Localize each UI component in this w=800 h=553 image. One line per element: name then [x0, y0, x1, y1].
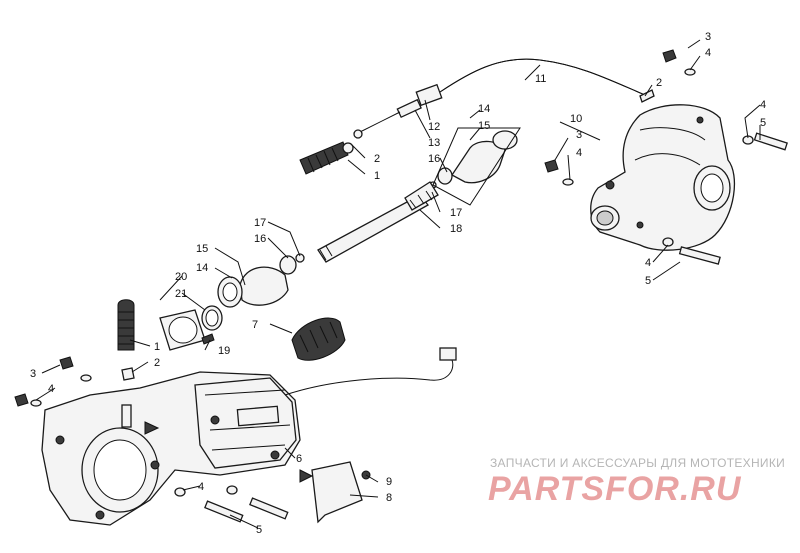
callout-5: 5 [256, 524, 262, 536]
shift-cable [353, 58, 646, 139]
callout-5: 5 [645, 275, 651, 287]
callout-14: 14 [196, 262, 208, 274]
callout-labels: 3 4 2 11 4 5 14 15 10 12 13 3 4 2 1 16 1… [30, 31, 766, 536]
rear-gearcase [590, 104, 736, 251]
callout-4: 4 [760, 99, 766, 111]
gearcase-hardware [544, 49, 788, 265]
transmission-housing [41, 347, 457, 526]
callout-8: 8 [386, 492, 392, 504]
callout-4: 4 [576, 147, 582, 159]
callout-11: 11 [535, 73, 546, 85]
callout-4: 4 [48, 383, 54, 395]
callout-4: 4 [705, 47, 711, 59]
callout-17: 17 [450, 207, 462, 219]
callout-6: 6 [296, 453, 302, 465]
leader-lines [35, 39, 761, 529]
upper-dust-boot [299, 141, 354, 175]
callout-16: 16 [254, 233, 266, 245]
callout-9: 9 [386, 476, 392, 488]
watermark-logo: PARTSFOR.RU [488, 470, 742, 508]
callout-7: 7 [252, 319, 258, 331]
callout-1: 1 [154, 341, 160, 353]
callout-2: 2 [374, 153, 380, 165]
inner-cv-boot [217, 253, 305, 308]
callout-18: 18 [450, 223, 462, 235]
callout-20: 20 [175, 271, 187, 283]
callout-19: 19 [218, 345, 230, 357]
callout-1: 1 [374, 170, 380, 182]
callout-16: 16 [428, 153, 440, 165]
shift-rod-boot [117, 299, 135, 381]
callout-13: 13 [428, 137, 440, 149]
callout-3: 3 [576, 129, 582, 141]
callout-15: 15 [196, 243, 208, 255]
callout-3: 3 [30, 368, 36, 380]
callout-2: 2 [656, 77, 662, 89]
dust-boot-7 [291, 317, 346, 361]
watermark-tagline: ЗАПЧАСТИ И АКСЕССУАРЫ ДЛЯ МОТОТЕХНИКИ [490, 456, 786, 470]
seal-plate [159, 305, 223, 351]
callout-12: 12 [428, 121, 440, 133]
cable-bracket [299, 461, 371, 524]
callout-17: 17 [254, 217, 266, 229]
callout-4: 4 [198, 481, 204, 493]
callout-15: 15 [478, 120, 490, 132]
callout-5: 5 [760, 117, 766, 129]
callout-2: 2 [154, 357, 160, 369]
callout-14: 14 [478, 103, 490, 115]
callout-4: 4 [645, 257, 651, 269]
callout-10: 10 [570, 113, 582, 125]
callout-21: 21 [175, 288, 187, 300]
callout-3: 3 [705, 31, 711, 43]
